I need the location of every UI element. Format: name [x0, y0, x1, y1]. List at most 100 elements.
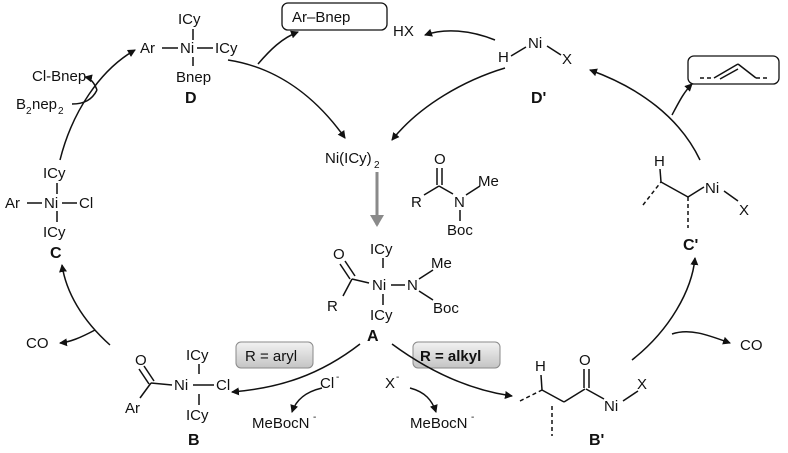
a-n-boc: [418, 290, 434, 301]
amide-r: R: [411, 194, 422, 211]
alkene-bond-2: [737, 63, 757, 79]
b-o: O: [135, 352, 147, 369]
mebocn-right: MeBocN -: [410, 412, 474, 432]
mebocn-right-sup: -: [471, 412, 474, 423]
b-c-ar: [139, 382, 152, 399]
b2nep2-sub1: 2: [26, 106, 32, 117]
b-ni: Ni: [174, 377, 188, 394]
x-minus-main: X: [385, 375, 395, 392]
d-icy-right: ICy: [215, 40, 238, 57]
compound-d-prime: H Ni X D': [498, 35, 572, 107]
r-alkyl-label: R = alkyl: [420, 348, 481, 365]
a-icy-bottom: ICy: [370, 307, 393, 324]
a-icy-top: ICy: [370, 241, 393, 258]
mebocn-left-main: MeBocN: [252, 415, 310, 432]
compound-b-prime: H O Ni X B': [519, 352, 647, 449]
cl-bnep-label: Cl-Bnep: [32, 68, 86, 85]
amide-n: N: [454, 194, 465, 211]
arrow-dp-to-hx: [424, 28, 496, 41]
arrow-co-release-left: [59, 329, 96, 347]
arrow-alkene-release: [671, 83, 693, 116]
mebocn-left: MeBocN -: [252, 412, 316, 432]
alkene-bond-1: [713, 63, 739, 79]
a-label: A: [367, 328, 379, 345]
a-boc: Boc: [433, 300, 459, 317]
arrow-b2nep2-in: [71, 89, 98, 105]
ni-icy2-main: Ni(ICy): [325, 150, 372, 167]
b2nep2-label: B 2 nep 2: [16, 96, 64, 117]
c-ni: Ni: [44, 195, 58, 212]
bp-c-ni: [585, 388, 605, 400]
bp-label: B': [589, 432, 604, 449]
bp-x: X: [637, 376, 647, 393]
cp-h: H: [654, 153, 665, 170]
compound-c-prime: H Ni X C': [642, 153, 749, 254]
arrow-d-to-ni: [227, 59, 346, 139]
arrow-bp-to-cp: [631, 257, 699, 361]
a-n: N: [407, 277, 418, 294]
arrow-cp-to-dp: [589, 68, 701, 161]
b-cl: Cl: [216, 377, 230, 394]
cp-label: C': [683, 237, 698, 254]
hx-label: HX: [393, 23, 414, 40]
dp-ni: Ni: [528, 35, 542, 52]
a-ni: Ni: [372, 277, 386, 294]
bp-bond-cc: [541, 389, 565, 403]
b-icy-top: ICy: [186, 347, 209, 364]
chloride-ion: Cl -: [320, 372, 339, 392]
r-aryl-label: R = aryl: [245, 348, 297, 365]
arrow-a-to-bp: [391, 343, 513, 399]
compound-a: ICy O R Ni N Me Boc ICy A: [327, 241, 459, 345]
c-cl: Cl: [79, 195, 93, 212]
arrow-ar-bnep-release: [257, 30, 299, 65]
b-label: B: [188, 432, 200, 449]
a-co-1: [339, 263, 351, 280]
r-aryl-badge: [235, 341, 314, 369]
x-ion: X -: [385, 372, 399, 392]
c-label: C: [50, 245, 62, 262]
amide-c-n: [438, 185, 454, 195]
compound-b: O Ar ICy Ni Cl ICy B: [125, 347, 230, 449]
a-c-ni: [351, 278, 370, 284]
amide-n-me: [465, 185, 481, 196]
a-n-me: [418, 269, 434, 280]
dp-x: X: [562, 51, 572, 68]
b-ar: Ar: [125, 400, 140, 417]
dp-bond-x: [546, 45, 562, 56]
a-c-r: [342, 278, 353, 297]
arrow-c-to-d: [59, 49, 136, 161]
cl-minus-sup: -: [336, 372, 339, 383]
bp-bond-cco: [563, 388, 586, 403]
arrow-mebocn-out-left: [290, 387, 323, 413]
b2nep2-nep: nep: [32, 96, 57, 113]
c-icy-top: ICy: [43, 165, 66, 182]
b-icy-bottom: ICy: [186, 407, 209, 424]
dp-h: H: [498, 49, 509, 66]
compound-d: ICy Ar Ni ICy Bnep D: [140, 11, 238, 107]
bp-dash-left: [519, 389, 543, 402]
ni-icy2-sub: 2: [374, 160, 380, 171]
arrow-b-to-c: [59, 264, 111, 346]
d-ar: Ar: [140, 40, 155, 57]
cp-dash-left: [642, 181, 662, 206]
dp-bond-h: [510, 46, 527, 57]
mebocn-right-main: MeBocN: [410, 415, 468, 432]
cp-bond-ni: [687, 186, 705, 198]
a-me: Me: [431, 255, 452, 272]
arrow-dp-to-ni: [391, 67, 506, 141]
cp-x: X: [739, 202, 749, 219]
x-minus-sup: -: [396, 372, 399, 383]
a-r: R: [327, 298, 338, 315]
amide-o: O: [434, 151, 446, 168]
cp-bond-h: [659, 168, 662, 183]
d-bnep: Bnep: [176, 69, 211, 86]
d-label: D: [185, 90, 197, 107]
a-co-2: [344, 260, 356, 277]
b2nep2-b: B: [16, 96, 26, 113]
compound-c: ICy Ar Ni Cl ICy C: [5, 165, 93, 262]
a-o: O: [333, 246, 345, 263]
cp-ni: Ni: [705, 180, 719, 197]
dp-label: D': [531, 90, 546, 107]
amide-me: Me: [478, 173, 499, 190]
b2nep2-sub2: 2: [58, 106, 64, 117]
